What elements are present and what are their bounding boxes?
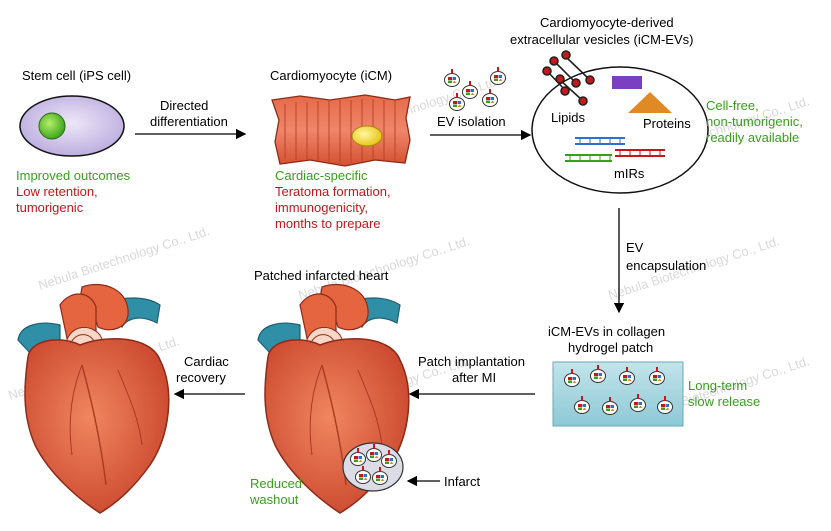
stem-cell-con: tumorigenic [16,200,84,215]
patched-heart-title: Patched infarcted heart [254,268,389,283]
patched-heart-icon [257,283,410,514]
patched-heart-benefit: washout [249,492,299,507]
stem-cell-pro: Improved outcomes [16,168,131,183]
mirs-label: mIRs [614,166,645,181]
patch-benefit: slow release [688,394,760,409]
hydrogel-patch-icon [552,361,684,427]
lipids-label: Lipids [551,110,585,125]
ev-title: Cardiomyocyte-derived [540,15,674,30]
infarct-label: Infarct [444,474,481,489]
cardiomyocyte-icon [271,94,411,167]
ev-title: extracellular vesicles (iCM-EVs) [510,32,693,47]
stem-cell-title: Stem cell (iPS cell) [22,68,131,83]
step-label: Directed [160,98,208,113]
step-label: differentiation [150,114,228,129]
watermark-text: Nebula Biotechnology Co., Ltd. [36,223,211,293]
cardiomyocyte-con: Teratoma formation, [275,184,391,199]
cardiomyocyte-pro: Cardiac-specific [275,168,368,183]
step-label: EV isolation [437,114,506,129]
step-label: after MI [452,370,496,385]
cardiomyocyte-con: months to prepare [275,216,381,231]
ev-benefit: Cell-free, [706,98,759,113]
ev-benefit: readily available [706,130,799,145]
step-label: Patch implantation [418,354,525,369]
ev-detail-icon [531,50,709,194]
cardiomyocyte-title: Cardiomyocyte (iCM) [270,68,392,83]
patch-title: hydrogel patch [568,340,653,355]
step-label: recovery [176,370,226,385]
patch-benefit: Long-term [688,378,747,393]
proteins-label: Proteins [643,116,691,131]
cardiomyocyte-con: immunogenicity, [275,200,368,215]
stem-cell-icon [19,95,125,157]
stem-cell-con: Low retention, [16,184,98,199]
recovered-heart-icon [17,283,170,514]
step-label: Cardiac [184,354,229,369]
patched-heart-benefit: Reduced [250,476,302,491]
step-label: EV [626,240,644,255]
patch-title: iCM-EVs in collagen [548,324,665,339]
ev-benefit: non-tumorigenic, [706,114,803,129]
step-label: encapsulation [626,258,706,273]
